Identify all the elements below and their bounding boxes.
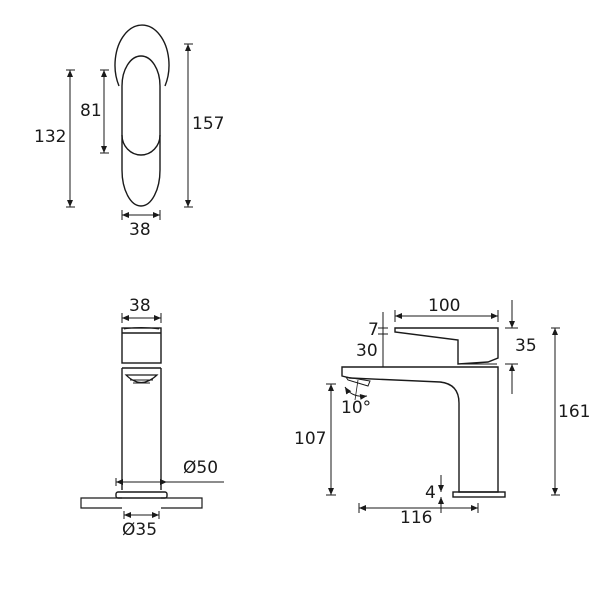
dim-label-35: 35 (515, 336, 537, 356)
aerator (124, 374, 159, 384)
dim-label-38-top: 38 (129, 220, 151, 240)
dim-label-angle: 10° (341, 398, 372, 418)
lever-inner-curve (121, 134, 161, 156)
lever (394, 327, 499, 365)
dim-label-116: 116 (400, 508, 433, 528)
spout-body (341, 366, 499, 493)
top-view (66, 24, 193, 220)
base-plate (115, 491, 168, 499)
dim-label-157: 157 (192, 114, 225, 134)
dim-label-30: 30 (356, 341, 378, 361)
dim-label-161: 161 (558, 402, 591, 422)
dim-label-4: 4 (425, 483, 436, 503)
spout-aerator (344, 376, 371, 387)
dim-label-38-front: 38 (129, 296, 151, 316)
dim-label-107: 107 (294, 429, 327, 449)
dim-label-132: 132 (34, 127, 67, 147)
dim-label-base-diameter: Ø50 (183, 458, 219, 478)
side-view (326, 300, 560, 513)
rosette-outline (114, 24, 170, 87)
dim-label-7: 7 (368, 320, 379, 340)
dim-label-100: 100 (428, 296, 461, 316)
dim-label-shank-diameter: Ø35 (122, 520, 158, 540)
dim-label-81: 81 (80, 101, 102, 121)
angle-arc (344, 386, 368, 400)
front-view (80, 313, 224, 519)
side-base-plate (452, 491, 506, 498)
lever-outline (121, 55, 161, 207)
